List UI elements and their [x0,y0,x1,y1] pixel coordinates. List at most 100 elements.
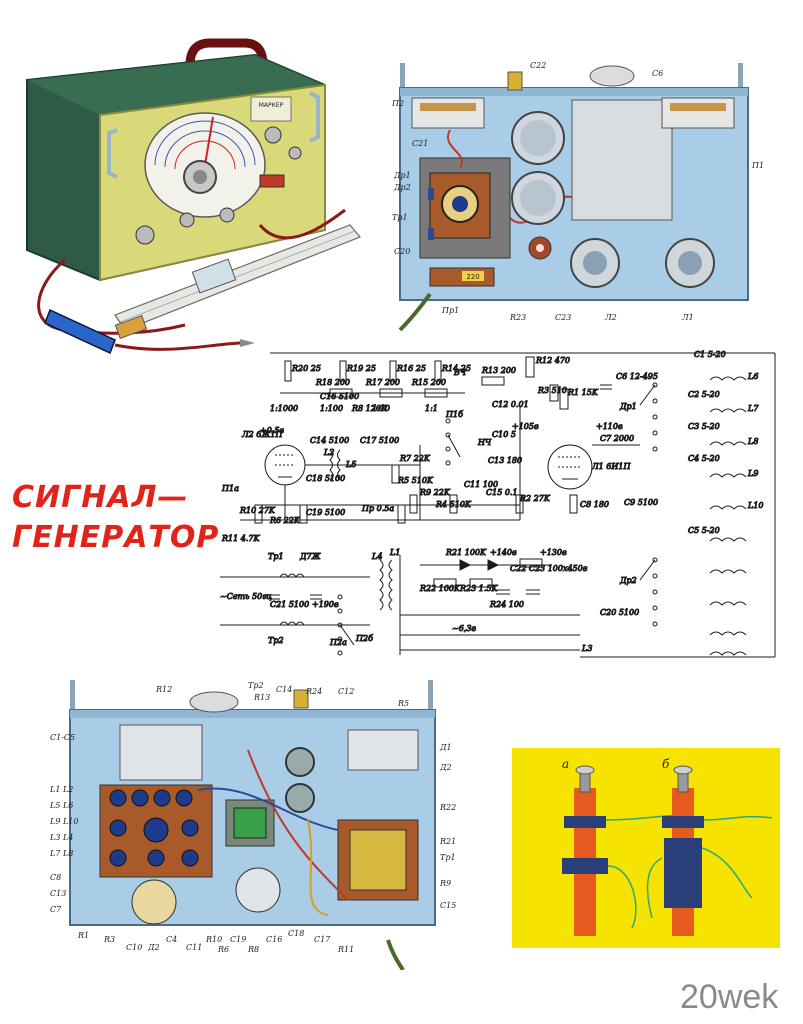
svg-text:R21 100K: R21 100K [445,548,487,557]
svg-text:R12 470: R12 470 [535,356,570,365]
svg-text:C13: C13 [50,889,66,898]
svg-text:R6 22K: R6 22K [269,516,301,525]
svg-text:C22 C23 100x450в: C22 C23 100x450в [510,564,588,573]
svg-text:C15 0.1: C15 0.1 [486,488,518,497]
svg-text:R14 25: R14 25 [441,364,471,373]
svg-text:Тр1: Тр1 [268,552,284,561]
svg-text:C7: C7 [50,905,62,914]
device-drawing: МАРКЕР [26,38,361,355]
svg-text:П1б: П1б [445,410,463,419]
svg-text:C3 5-20: C3 5-20 [688,422,720,431]
svg-text:C11 100: C11 100 [464,480,498,489]
svg-text:1:100: 1:100 [320,404,343,413]
panel-text: МАРКЕР [259,102,284,109]
schematic-drawing: R20 25 R18 200 R19 25 R17 200 R16 25 R15… [220,350,776,658]
svg-text:~Сеть 50гц: ~Сеть 50гц [220,592,272,601]
svg-text:1:10: 1:10 [372,404,390,413]
svg-text:L1 L2: L1 L2 [49,785,73,794]
svg-text:1:1: 1:1 [425,404,438,413]
svg-text:C20: C20 [394,247,410,256]
svg-text:+0,5в: +0,5в [260,426,284,435]
svg-text:П2: П2 [391,99,404,108]
svg-text:Л2 6Ж1П: Л2 6Ж1П [241,430,283,439]
svg-text:C21 5100: C21 5100 [270,600,309,609]
svg-text:L5 L6: L5 L6 [49,801,73,810]
svg-text:R5: R5 [397,699,409,708]
svg-text:C7 2000: C7 2000 [600,434,634,443]
svg-text:R9 22K: R9 22K [419,488,451,497]
svg-text:C13 180: C13 180 [488,456,522,465]
svg-text:R1 15K: R1 15K [567,388,599,397]
svg-text:Тр2: Тр2 [248,681,264,690]
svg-text:R22 100K: R22 100K [419,584,461,593]
svg-text:L9: L9 [747,469,758,478]
svg-text:C5 5-20: C5 5-20 [688,526,720,535]
svg-text:R23 1.5K: R23 1.5K [459,584,498,593]
svg-text:R4 510K: R4 510K [435,500,472,509]
svg-text:C8: C8 [50,873,61,882]
svg-text:Тр2: Тр2 [268,636,284,645]
svg-text:П2б: П2б [355,634,373,643]
svg-text:Тр1: Тр1 [440,853,456,862]
svg-text:C17: C17 [314,935,331,944]
svg-text:C18: C18 [288,929,304,938]
svg-text:C6: C6 [652,69,663,78]
svg-text:Д2: Д2 [439,763,452,772]
svg-text:R16 25: R16 25 [396,364,426,373]
svg-text:L7 L8: L7 L8 [49,849,73,858]
mains-cable [258,208,346,240]
svg-text:L5: L5 [345,460,356,469]
watermark: 20wek [680,978,779,1016]
svg-text:C10 5: C10 5 [492,430,516,439]
coil-inset: а б [512,748,780,948]
svg-text:R9: R9 [439,879,451,888]
svg-text:R17 200: R17 200 [365,378,400,387]
svg-text:ВЧ: ВЧ [453,368,467,377]
svg-text:C22: C22 [530,61,546,70]
svg-text:C17 5100: C17 5100 [360,436,399,445]
svg-text:Д2: Д2 [147,943,160,952]
svg-text:C23: C23 [555,313,571,322]
svg-text:Тр1: Тр1 [392,213,408,222]
svg-text:R13 200: R13 200 [481,366,516,375]
svg-text:Др1: Др1 [619,402,637,411]
svg-text:+110в: +110в [596,422,623,431]
svg-text:Л2: Л2 [604,313,617,322]
svg-text:R1: R1 [77,931,89,940]
svg-text:Пр1: Пр1 [441,306,459,315]
coil-inset-drawing: а б [562,757,773,936]
svg-text:R13: R13 [253,693,270,702]
svg-text:L10: L10 [747,501,764,510]
svg-text:+130в: +130в [540,548,567,557]
svg-text:+190в: +190в [312,600,339,609]
svg-text:~6,3в: ~6,3в [452,624,476,633]
svg-text:C4: C4 [166,935,177,944]
svg-text:R15 200: R15 200 [411,378,446,387]
svg-text:R7 22K: R7 22K [399,454,431,463]
device-illustration: МАРКЕР [5,25,375,370]
svg-text:Пр 0.5а: Пр 0.5а [361,504,394,513]
chassis-bottom-drawing: C1-C5 R12 Тр2 R13 C14 R24 C12 R5 Д1 Д2 R… [49,680,456,972]
svg-text:1:1000: 1:1000 [270,404,298,413]
coil-a-label: а [562,757,569,771]
svg-text:R5 510K: R5 510K [397,476,434,485]
svg-text:R24: R24 [305,687,322,696]
svg-text:C21: C21 [412,139,428,148]
svg-text:R11: R11 [337,945,354,954]
coil-b-label: б [662,757,670,771]
svg-text:R3: R3 [103,935,115,944]
svg-text:R19 25: R19 25 [346,364,376,373]
svg-text:R12: R12 [155,685,172,694]
svg-text:R2 27K: R2 27K [519,494,551,503]
chassis-bottom-view: C1-C5 R12 Тр2 R13 C14 R24 C12 R5 Д1 Д2 R… [48,680,478,972]
svg-text:R24 100: R24 100 [489,600,524,609]
fuse-label: 220 [466,273,479,281]
svg-text:L2: L2 [323,448,334,457]
svg-text:L4: L4 [371,552,382,561]
svg-text:C20 5100: C20 5100 [600,608,639,617]
svg-text:L3: L3 [581,644,592,653]
svg-text:R6: R6 [217,945,229,954]
svg-text:L1: L1 [389,548,400,557]
svg-text:Др2: Др2 [393,183,411,192]
svg-text:C10: C10 [126,943,142,952]
